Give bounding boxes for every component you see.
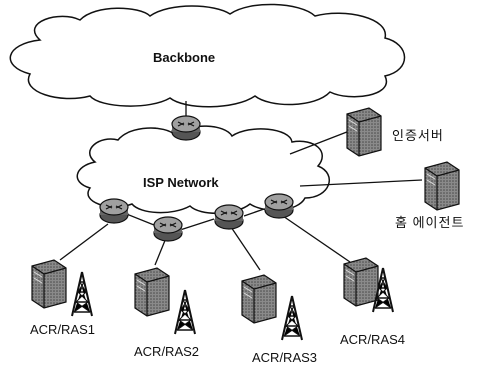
acr-ras1-server-icon [31, 259, 67, 309]
acr-ras2-label: ACR/RAS2 [134, 344, 200, 359]
router-icon [99, 198, 129, 224]
backbone-label: Backbone [153, 50, 216, 65]
acr-ras1-label: ACR/RAS1 [30, 322, 96, 337]
links [59, 101, 423, 271]
router-icon [153, 216, 183, 242]
acr-ras3-label: ACR/RAS3 [252, 350, 318, 365]
home-agent-server-icon [424, 161, 460, 211]
acr-ras4-server-icon [343, 257, 379, 307]
tower-icon [71, 271, 93, 317]
tower-icon [281, 295, 303, 341]
auth-server-label: 인증서버 [392, 128, 444, 143]
router-icon [264, 193, 294, 219]
acr-ras4-label: ACR/RAS4 [340, 332, 406, 347]
backbone-cloud [9, 3, 406, 108]
isp-network-label: ISP Network [143, 175, 219, 190]
auth-server-icon [346, 107, 382, 157]
home-agent-label: 홈 에이전트 [395, 215, 465, 230]
acr-ras3-server-icon [241, 274, 277, 324]
router-icon [171, 115, 201, 141]
acr-ras2-server-icon [134, 267, 170, 317]
tower-icon [174, 289, 196, 335]
router-icon [214, 204, 244, 230]
